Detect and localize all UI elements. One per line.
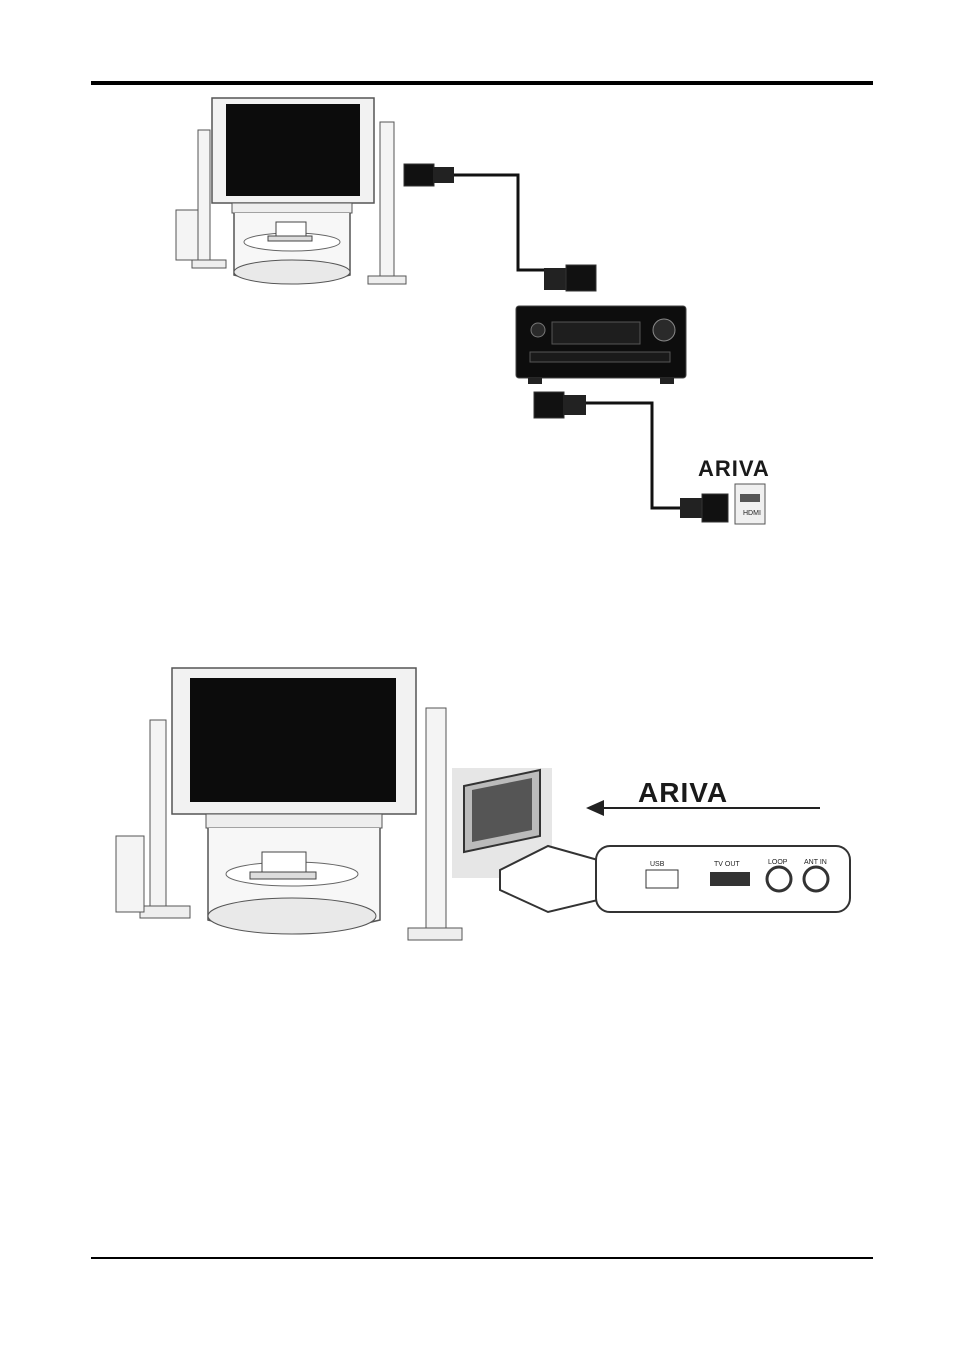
figure-scart-connection: ARIVA USB TV OUT LOOP ANT IN (0, 660, 954, 960)
figure-hdmi-receiver-connection: HDMI ARIVA (0, 90, 954, 540)
port-label-ant-in: ANT IN (804, 859, 827, 866)
port-label-usb: USB (650, 861, 665, 868)
brand-logo: ARIVA (638, 777, 728, 808)
hdmi-port-icon: HDMI (735, 484, 765, 524)
footer-rule (91, 1257, 873, 1259)
port-label-tv-out: TV OUT (714, 861, 740, 868)
hdmi-port-label: HDMI (743, 510, 761, 517)
hdmi-plug-icon (404, 164, 596, 291)
header-rule (91, 81, 873, 85)
port-label-loop: LOOP (768, 859, 788, 866)
tv-icon (212, 98, 374, 284)
set-top-box-rear-icon: USB TV OUT LOOP ANT IN (596, 846, 850, 912)
tv-icon (172, 668, 416, 934)
av-receiver-icon (516, 306, 686, 384)
brand-logo: ARIVA (698, 456, 770, 481)
